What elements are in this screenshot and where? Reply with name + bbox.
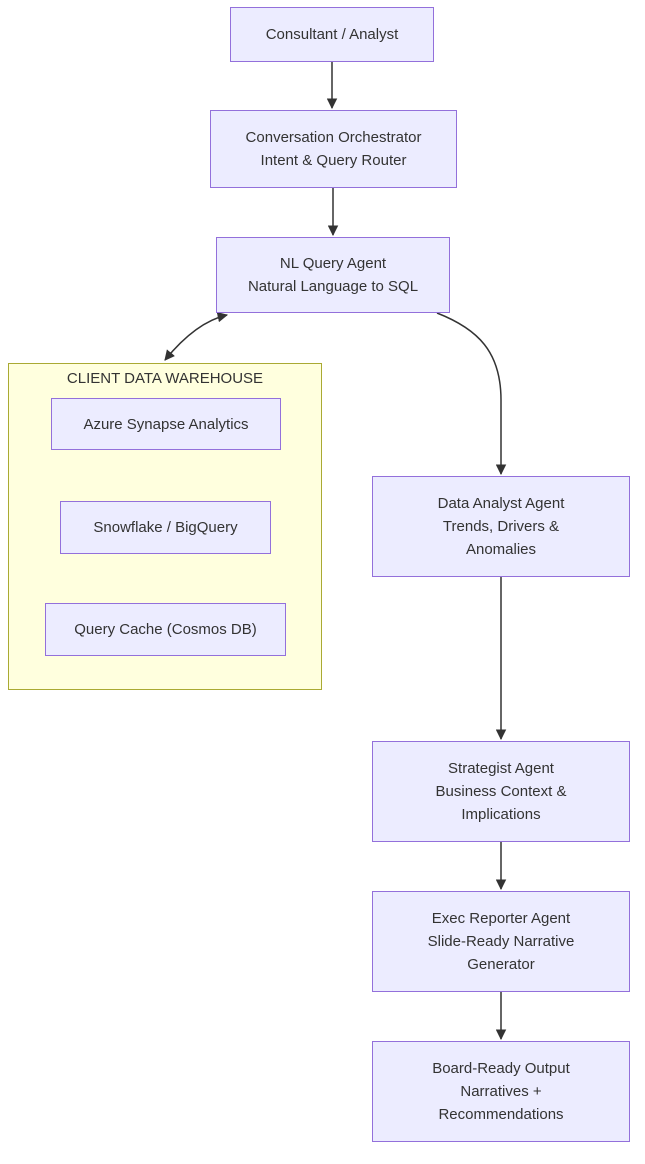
node-label-line: Anomalies [465, 541, 537, 558]
node-consultant-analyst: Consultant / Analyst [230, 7, 434, 62]
node-board-ready-output: Board-Ready Output Narratives + Recommen… [372, 1041, 630, 1142]
node-label-line: Generator [467, 956, 535, 973]
node-azure-synapse-analytics: Azure Synapse Analytics [51, 398, 281, 450]
subgraph-title: CLIENT DATA WAREHOUSE [66, 370, 264, 387]
node-label-line: Business Context & [435, 783, 567, 800]
node-label-line: Trends, Drivers & [442, 518, 560, 535]
node-strategist-agent: Strategist Agent Business Context & Impl… [372, 741, 630, 842]
edge-nlquery-warehouse-bidirectional [164, 311, 229, 361]
node-label: Azure Synapse Analytics [83, 415, 249, 433]
node-label-line: Strategist Agent [448, 760, 554, 777]
node-label-line: Intent & Query Router [260, 152, 407, 169]
node-label-line: Implications [461, 806, 541, 823]
node-label: Query Cache (Cosmos DB) [74, 621, 257, 638]
node-label: Consultant / Analyst [265, 26, 399, 43]
node-snowflake-bigquery: Snowflake / BigQuery [60, 501, 271, 554]
node-label-line: Natural Language to SQL [247, 278, 419, 295]
node-label-line: NL Query Agent [279, 255, 387, 272]
node-label-line: Recommendations [438, 1106, 564, 1123]
node-label-line: Data Analyst Agent [437, 495, 565, 512]
node-exec-reporter-agent: Exec Reporter Agent Slide-Ready Narrativ… [372, 891, 630, 992]
node-label-line: Exec Reporter Agent [431, 910, 571, 927]
node-conversation-orchestrator: Conversation Orchestrator Intent & Query… [210, 110, 457, 188]
node-query-cache-cosmos-db: Query Cache (Cosmos DB) [45, 603, 286, 656]
edge-nlquery-dataanalyst [436, 312, 507, 476]
node-label-line: Board-Ready Output [432, 1060, 570, 1077]
node-label-line: Narratives + [460, 1083, 542, 1100]
node-label-line: Conversation Orchestrator [245, 129, 422, 146]
node-label-line: Slide-Ready Narrative [427, 933, 575, 950]
node-nl-query-agent: NL Query Agent Natural Language to SQL [216, 237, 450, 313]
node-label: Snowflake / BigQuery [93, 519, 238, 536]
node-data-analyst-agent: Data Analyst Agent Trends, Drivers & Ano… [372, 476, 630, 577]
